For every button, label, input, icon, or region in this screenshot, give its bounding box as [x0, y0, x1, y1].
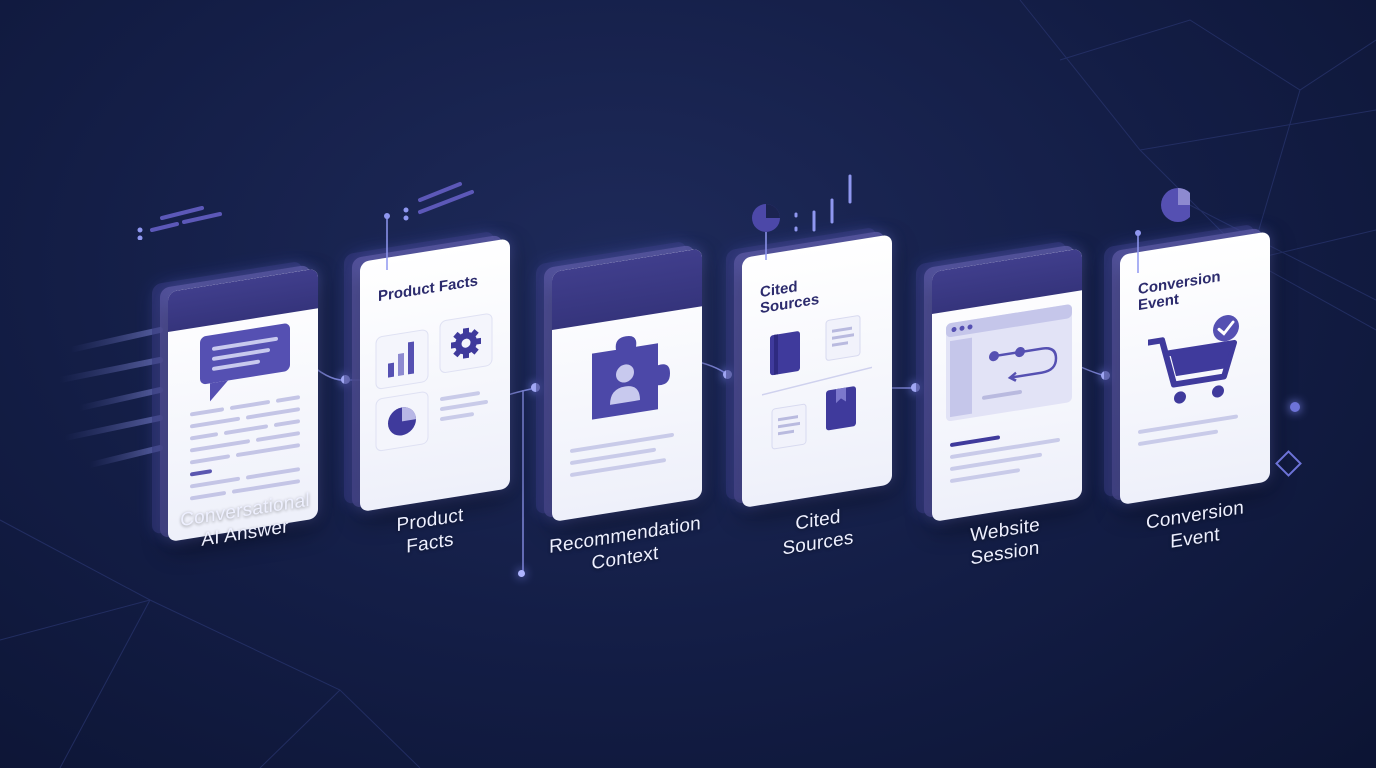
browser-window-icon	[946, 304, 1072, 483]
check-icon	[1213, 315, 1239, 342]
book-icon	[761, 315, 873, 450]
gear-icon	[451, 327, 481, 359]
step-card-product-facts: Product Facts	[344, 230, 510, 512]
connector-node	[518, 570, 525, 577]
step-card-conversational-ai-answer	[152, 260, 318, 542]
motion-streaks	[57, 327, 163, 468]
connector-node	[531, 383, 540, 392]
decorative-mini-chart	[752, 174, 852, 260]
puzzle-person-icon	[570, 336, 674, 477]
decorative-dash-lines	[384, 182, 474, 270]
chat-bubble-icon	[190, 323, 300, 501]
step-card-recommendation-context	[536, 240, 702, 522]
step-card-website-session	[916, 240, 1082, 522]
pie-chart-icon	[388, 407, 416, 436]
step-card-conversion-event: Conversion Event	[1104, 223, 1270, 505]
pie-chart-icon	[1135, 188, 1190, 273]
document-icon	[825, 315, 861, 361]
bar-chart-icon	[375, 313, 493, 452]
connector-node	[911, 383, 920, 392]
step-card-cited-sources: Cited Sources	[726, 226, 892, 508]
decorative-dot	[1290, 402, 1300, 412]
decorative-dash-lines	[137, 206, 222, 240]
document-icon	[771, 403, 807, 450]
shopping-cart-check-icon	[1138, 315, 1239, 446]
